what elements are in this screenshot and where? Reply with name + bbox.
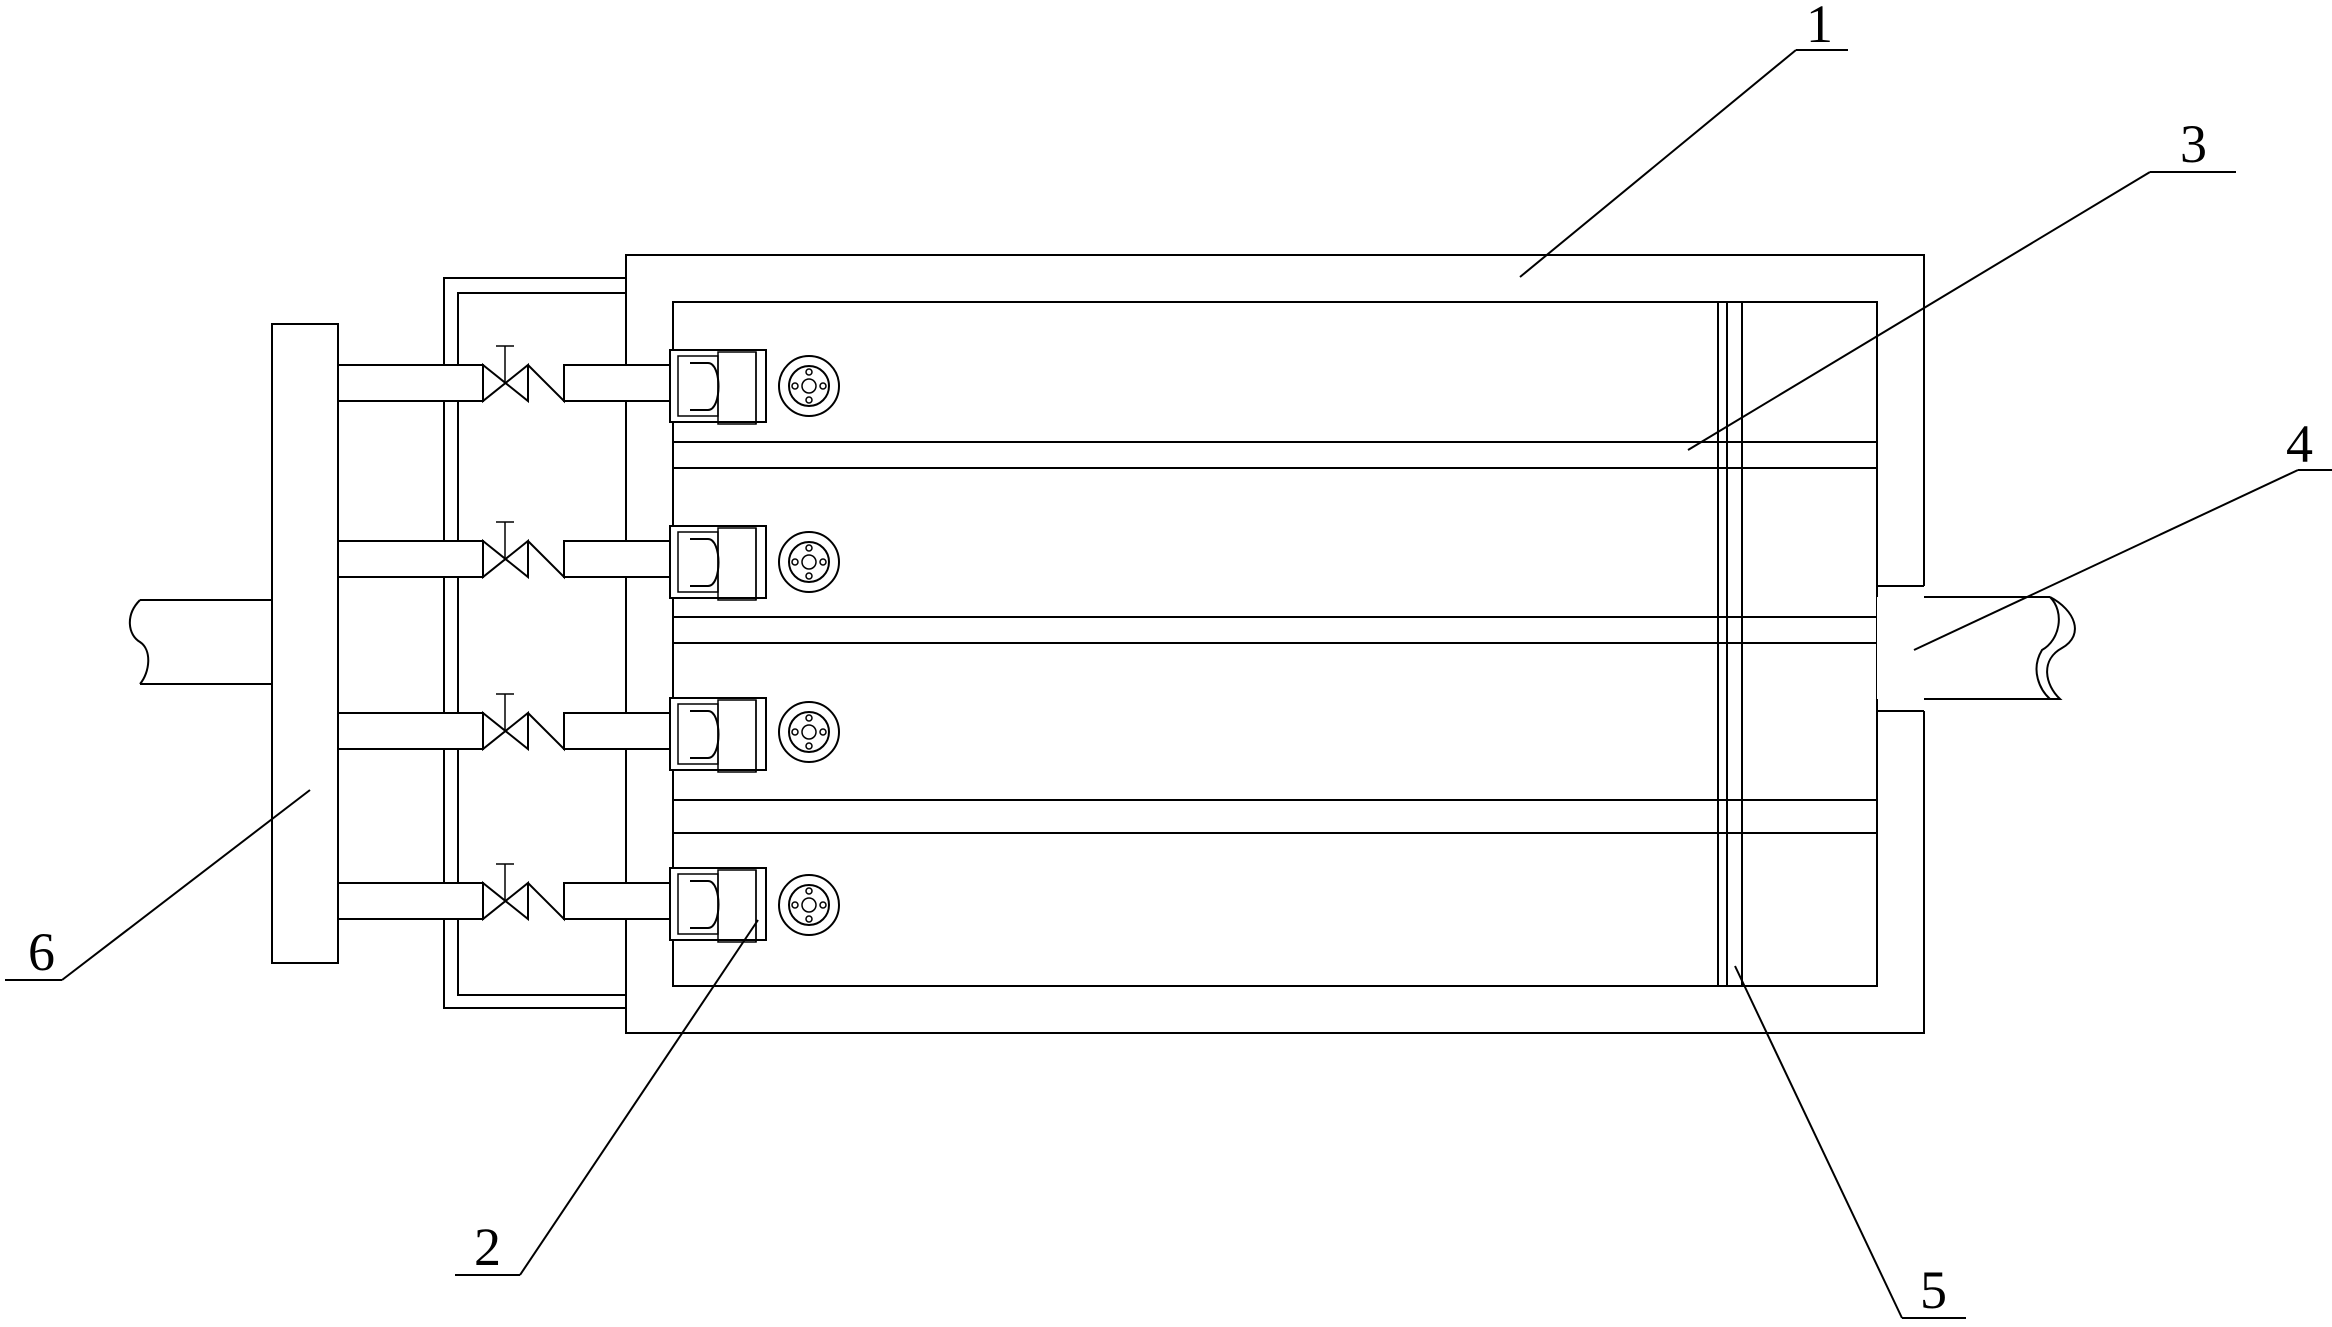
vertical-baffle — [1717, 302, 1743, 986]
branch-4 — [337, 863, 840, 943]
callout-1: 1 — [1806, 0, 1833, 54]
bypass-frame — [443, 277, 626, 1009]
branch-3 — [337, 693, 840, 773]
leader-lines — [5, 49, 2332, 1319]
inlet-pipe — [128, 599, 272, 685]
manifold-plate — [271, 323, 339, 964]
callout-3: 3 — [2180, 114, 2207, 174]
callout-2: 2 — [474, 1217, 501, 1277]
callout-4: 4 — [2286, 414, 2313, 474]
branch-1 — [337, 345, 840, 425]
callout-6: 6 — [28, 922, 55, 982]
branch-2 — [337, 521, 840, 601]
outlet-pipe — [1876, 255, 2076, 1033]
callout-5: 5 — [1920, 1260, 1947, 1320]
partition-plates — [673, 441, 1877, 834]
